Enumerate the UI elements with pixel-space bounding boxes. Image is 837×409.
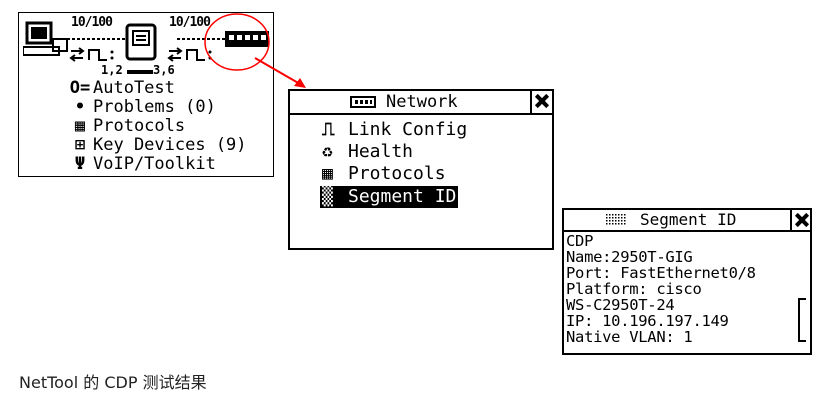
network-item-protocols[interactable]: ▦ Protocols — [322, 163, 446, 185]
nettool-main-screen: 10/100 10/100 1,2 3,6 O=AutoTest • Proble… — [18, 12, 274, 177]
protocols-icon: ▦ — [74, 116, 86, 136]
scrollbar[interactable] — [798, 298, 806, 342]
segment-icon — [606, 214, 626, 226]
pins-left-label: 1,2 — [101, 63, 123, 77]
cdp-native-vlan: Native VLAN: 1 — [566, 328, 693, 346]
pin-bar — [127, 70, 153, 74]
pins-right-label: 3,6 — [153, 63, 175, 77]
menu-item-voip-toolkit[interactable]: Ψ VoIP/Toolkit — [67, 155, 216, 174]
network-item-label: Health — [348, 141, 414, 162]
pulse-icon: ⎍ — [322, 119, 335, 140]
network-item-label: Link Config — [348, 119, 468, 140]
link-speed-right: 10/100 — [169, 15, 211, 30]
arrowhead — [294, 78, 306, 88]
segment-window-title-bar: Segment ID — [564, 210, 810, 232]
devices-icon: ⊞ — [74, 135, 86, 155]
cdp-model: WS-C2950T-24 — [566, 296, 675, 314]
menu-item-protocols[interactable]: ▦ Protocols — [67, 117, 185, 136]
network-window-title: Network — [386, 92, 458, 112]
cdp-header: CDP — [566, 232, 594, 250]
cdp-ip: IP: 10.196.197.149 — [566, 312, 729, 330]
menu-item-label: VoIP/Toolkit — [93, 154, 216, 174]
network-item-label: Protocols — [348, 163, 446, 184]
link-status-icon — [69, 47, 114, 62]
close-icon[interactable] — [530, 91, 552, 113]
network-item-label: Segment ID — [348, 186, 457, 207]
segment-window-title: Segment ID — [640, 210, 737, 229]
switch-icon — [225, 31, 269, 47]
nettool-device-icon — [125, 23, 157, 61]
menu-item-problems[interactable]: • Problems (0) — [67, 98, 216, 117]
network-item-link-config[interactable]: ⎍ Link Config — [322, 119, 467, 141]
cdp-platform: Platform: cisco — [566, 280, 702, 298]
close-icon[interactable] — [790, 210, 810, 230]
health-icon: ♻ — [322, 141, 333, 162]
cdp-name: Name:2950T-GIG — [566, 248, 693, 266]
menu-item-label: Key Devices (9) — [93, 135, 247, 155]
key-icon: O= — [69, 78, 91, 98]
protocols-icon: ▦ — [322, 163, 333, 184]
cable-line — [67, 38, 247, 40]
menu-item-autotest[interactable]: O=AutoTest — [67, 79, 175, 98]
figure-caption: NetTool 的 CDP 测试结果 — [19, 373, 207, 392]
arrow-to-network — [254, 57, 301, 85]
segment-icon: ▒ — [322, 186, 333, 207]
network-window: Network ⎍Link Config ♻Health ▦Protocols … — [288, 89, 554, 250]
link-speed-left: 10/100 — [71, 15, 113, 30]
segment-id-window: Segment ID CDP Name:2950T-GIG Port: Fast… — [562, 208, 812, 355]
cdp-port: Port: FastEthernet0/8 — [566, 264, 756, 282]
highlight-circle — [204, 13, 270, 71]
network-item-health[interactable]: ♻ Health — [322, 141, 413, 163]
menu-item-label: Protocols — [93, 116, 186, 136]
network-icon — [350, 96, 376, 108]
pc-icon — [23, 21, 68, 56]
network-item-segment-id[interactable]: ▒ Segment ID — [320, 186, 459, 208]
menu-item-key-devices[interactable]: ⊞ Key Devices (9) — [67, 136, 247, 155]
network-window-title-bar: Network — [290, 91, 552, 115]
toolkit-icon: Ψ — [74, 154, 86, 174]
menu-item-label: Problems (0) — [93, 97, 216, 117]
menu-item-label: AutoTest — [93, 78, 175, 98]
alert-icon: • — [74, 97, 86, 117]
